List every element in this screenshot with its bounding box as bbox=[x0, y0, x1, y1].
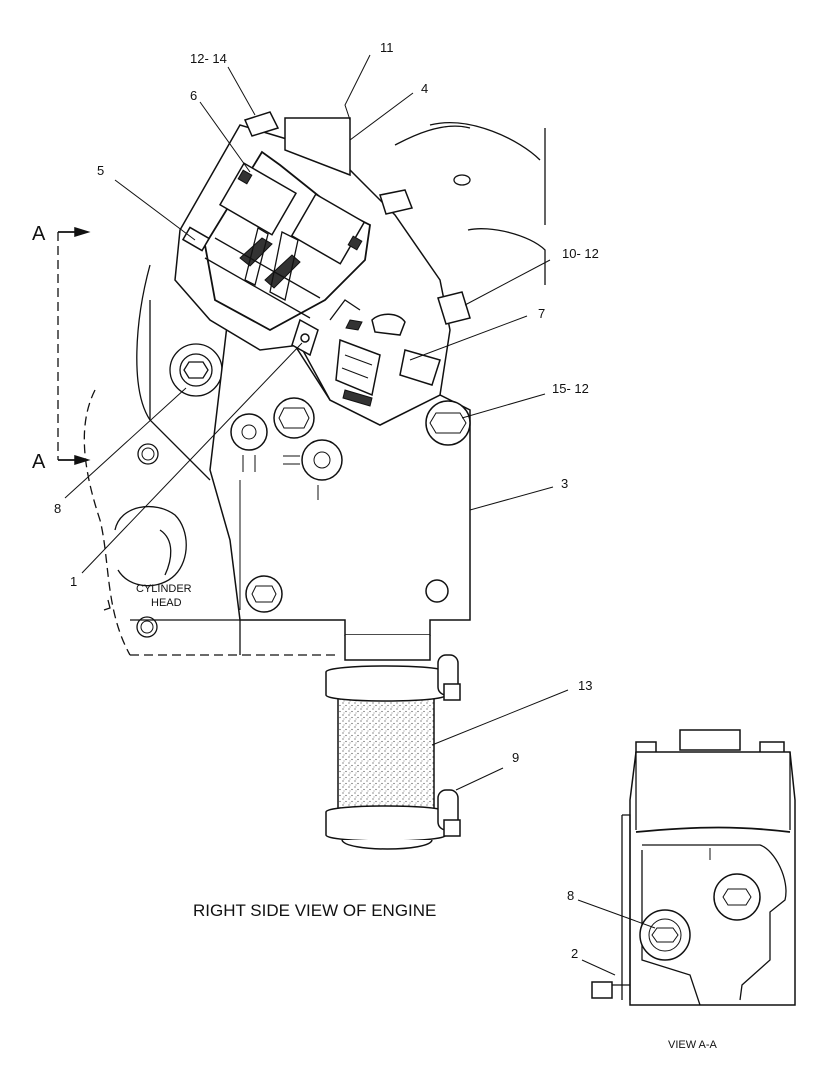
valve-body bbox=[174, 111, 471, 426]
part-label-8-view: 8 bbox=[567, 888, 574, 903]
part-label-9: 9 bbox=[512, 750, 519, 765]
part-label-1: 1 bbox=[70, 574, 77, 589]
part-label-10-12: 10- 12 bbox=[562, 246, 599, 261]
view-a-a-drawing bbox=[591, 729, 796, 1006]
section-marker bbox=[57, 226, 91, 466]
part-label-7: 7 bbox=[538, 306, 545, 321]
leader-lines bbox=[64, 54, 656, 976]
cylinder-head-label-line2: HEAD bbox=[151, 597, 182, 609]
cylinder-head-outline bbox=[83, 122, 546, 656]
section-label-bottom: A bbox=[32, 451, 46, 473]
view-caption: VIEW A-A bbox=[668, 1039, 718, 1051]
hose-body bbox=[337, 694, 435, 816]
part-label-3: 3 bbox=[561, 476, 568, 491]
part-label-4: 4 bbox=[421, 81, 428, 96]
main-housing bbox=[209, 298, 471, 636]
part-label-15-12: 15- 12 bbox=[552, 381, 589, 396]
part-label-12-14: 12- 14 bbox=[190, 51, 227, 66]
hose-assembly bbox=[325, 635, 461, 850]
main-caption: RIGHT SIDE VIEW OF ENGINE bbox=[193, 901, 436, 920]
part-label-6: 6 bbox=[190, 88, 197, 103]
part-label-11: 11 bbox=[380, 40, 394, 55]
cylinder-head-label-line1: CYLINDER bbox=[136, 583, 192, 595]
part-label-13: 13 bbox=[578, 678, 592, 693]
section-label-top: A bbox=[32, 223, 46, 245]
part-label-8: 8 bbox=[54, 501, 61, 516]
part-label-2: 2 bbox=[571, 946, 578, 961]
part-label-5: 5 bbox=[97, 163, 104, 178]
